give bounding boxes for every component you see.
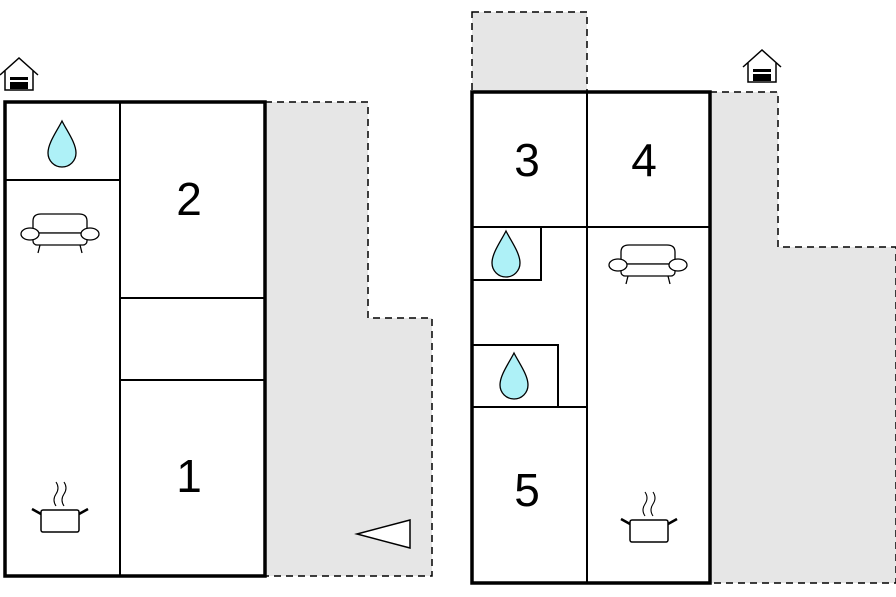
wall <box>472 344 559 407</box>
left-unit: 2 1 <box>0 57 433 578</box>
right-unit-outline <box>470 90 712 585</box>
outdoor-terrace <box>264 101 433 577</box>
room-label-1: 1 <box>176 450 202 502</box>
right-unit: 3 4 5 <box>470 11 896 585</box>
entrance-icon <box>742 49 782 83</box>
direction-arrow-icon <box>354 519 411 549</box>
room-label-4: 4 <box>631 134 657 186</box>
left-unit-outline <box>3 100 267 578</box>
room-label-2: 2 <box>176 173 202 225</box>
room-label-5: 5 <box>514 464 540 516</box>
entrance-icon <box>0 57 39 91</box>
outdoor-terrace <box>709 91 896 584</box>
outdoor-balcony <box>471 11 588 93</box>
wall <box>472 227 542 281</box>
room-label-3: 3 <box>514 134 540 186</box>
